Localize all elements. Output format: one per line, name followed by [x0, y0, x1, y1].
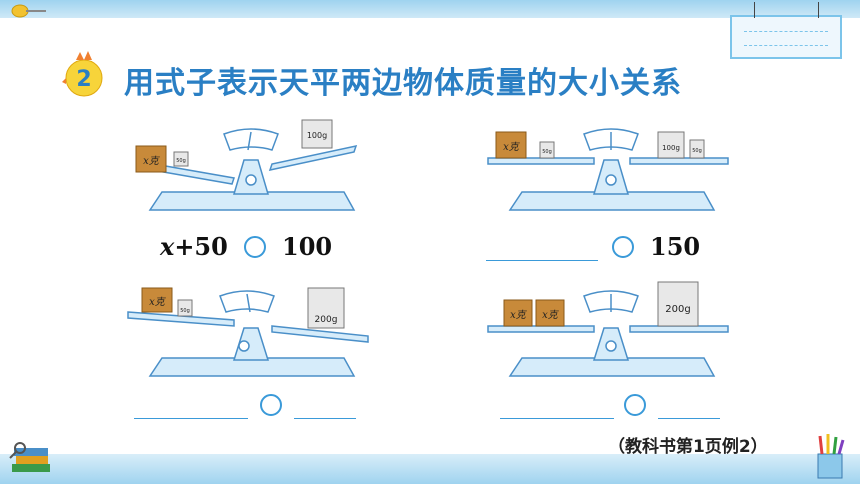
box-item: x克 [495, 131, 527, 159]
weight-label: 50g [692, 148, 702, 154]
books-icon [9, 442, 50, 472]
pencil-cup-icon [817, 434, 845, 479]
answer-blank[interactable] [658, 418, 720, 419]
answer-blank[interactable] [486, 260, 598, 261]
box-label: x克 [149, 296, 167, 308]
top-bar [0, 0, 860, 18]
weight-item: 50g [177, 299, 193, 317]
expression-right: 100 [282, 232, 333, 261]
compare-circle[interactable] [612, 236, 634, 258]
balance-scale: x克 50g 200g [127, 287, 369, 377]
weight-label: 50g [542, 149, 552, 155]
note-hook-left [754, 2, 755, 18]
badge-number: 2 [76, 67, 91, 92]
weight-label: 50g [180, 308, 190, 314]
balance-scale: x克 50g 100g [135, 119, 358, 211]
weight-label: 200g [665, 304, 690, 315]
weight-item: 50g [173, 151, 189, 167]
weight-label: 50g [176, 158, 186, 164]
weight-item: 200g [307, 287, 345, 329]
compare-circle[interactable] [260, 394, 282, 416]
box-label: x克 [510, 309, 528, 321]
box-item: x克 [141, 287, 173, 313]
weight-item: 100g [657, 131, 685, 159]
box-label: x克 [542, 309, 560, 321]
weight-label: 100g [307, 131, 327, 140]
note-card [730, 2, 842, 59]
note-line [744, 31, 828, 33]
answer-blank[interactable] [500, 418, 614, 419]
weight-item: 200g [657, 281, 699, 327]
weight-item: 100g [301, 119, 333, 149]
textbook-reference: （教科书第1页例2） [608, 437, 768, 457]
note-hook-right [818, 2, 819, 18]
compare-circle[interactable] [244, 236, 266, 258]
weight-item: 50g [539, 141, 555, 159]
box-item: x克 [503, 299, 533, 327]
expression-left: x+50 [160, 232, 228, 261]
box-item: x克 [135, 145, 167, 173]
weight-label: 100g [662, 144, 680, 152]
box-label: x克 [143, 155, 161, 167]
box-item: x克 [535, 299, 565, 327]
bottom-bar [0, 454, 860, 484]
answer-blank[interactable] [294, 418, 356, 419]
compare-circle[interactable] [624, 394, 646, 416]
note-line [744, 45, 828, 47]
chick-number-badge: 2 [62, 51, 103, 97]
pushpin-icon [11, 4, 46, 18]
weight-item: 50g [689, 139, 705, 159]
balance-scale: x克 x克 200g [487, 281, 729, 377]
answer-blank[interactable] [134, 418, 248, 419]
expression-right: 150 [650, 232, 701, 261]
page-title: 用式子表示天平两边物体质量的大小关系 [124, 66, 682, 101]
box-label: x克 [503, 141, 521, 153]
weight-label: 200g [315, 315, 338, 325]
balance-scale: x克 50g 100g 50g [487, 128, 729, 211]
